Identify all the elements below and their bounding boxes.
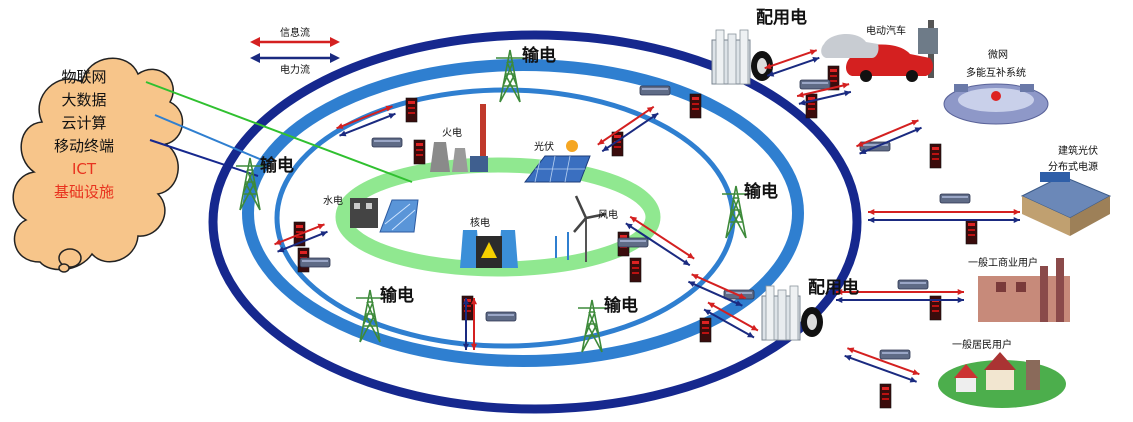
pylon-icon (577, 299, 607, 353)
cloud-line-iot: 物联网 (61, 68, 107, 86)
info-flow-arrow (796, 83, 850, 98)
cloud-line-ict: ICT (71, 160, 97, 178)
power-flow-arrow (703, 308, 755, 339)
label-distributed-power: 分布式电源 (1048, 162, 1098, 173)
label-hydro: 水电 (323, 196, 343, 207)
ev-icon (821, 20, 938, 82)
inner-ring-thin (274, 87, 736, 349)
label-distribution: 配用电 (808, 278, 859, 298)
power-flow-arrow (798, 90, 852, 105)
label-transmission: 输电 (260, 156, 294, 176)
power-flow-arrow (687, 280, 743, 307)
generation-ring (335, 157, 661, 277)
pylon-icon (495, 49, 525, 103)
ict-link-green (145, 81, 413, 183)
hydro-plant-icon (350, 198, 419, 233)
building-pv-icon (1020, 172, 1112, 236)
power-flow-arrow (859, 126, 922, 155)
power-flow-arrow (766, 56, 820, 77)
power-flow-arrow (339, 112, 396, 137)
ict-cloud (12, 57, 184, 273)
info-flow-arrow (856, 119, 919, 148)
label-industrial: 一般工商业用户 (968, 258, 1038, 269)
legend-power-flow: 电力流 (280, 65, 310, 76)
label-distribution: 配用电 (756, 8, 807, 28)
power-flow-arrow (277, 230, 328, 253)
label-transmission: 输电 (604, 296, 638, 316)
label-solar: 光伏 (534, 142, 554, 153)
power-flow-arrow (625, 222, 691, 267)
microgrid-icon (943, 83, 1049, 125)
info-flow-arrow (336, 105, 393, 130)
info-flow-arrow (847, 347, 920, 376)
cloud-line-infra: 基础设施 (53, 183, 114, 201)
industrial-user-icon (978, 258, 1070, 322)
ict-link-blue (154, 114, 263, 161)
info-flow-arrow (274, 223, 325, 246)
residential-user-icon (938, 352, 1066, 408)
label-building-pv: 建筑光伏 (1058, 146, 1098, 157)
label-nuclear: 核电 (470, 218, 490, 229)
label-transmission: 输电 (380, 286, 414, 306)
label-transmission: 输电 (744, 182, 778, 202)
cloud-line-mobile: 移动终端 (53, 137, 114, 155)
info-flow-arrow (629, 215, 695, 260)
power-flow-arrow (844, 354, 917, 383)
cloud-line-cloud: 云计算 (61, 114, 107, 132)
cloud-label: 物联网 大数据 云计算 移动终端 ICT 基础设施 (24, 66, 144, 204)
distribution-text: 配用电 (808, 278, 859, 298)
thermal-plant-icon (430, 104, 488, 172)
legend-info-flow: 信息流 (280, 28, 310, 39)
label-residential: 一般居民用户 (952, 340, 1012, 351)
cloud-line-bigdata: 大数据 (61, 91, 107, 109)
wind-turbine-icon (555, 195, 607, 262)
info-flow-arrow (707, 301, 759, 332)
info-flow-arrow (691, 273, 747, 300)
distribution-text: 配用电 (756, 8, 807, 28)
power-flow-arrow (601, 112, 659, 153)
outer-ring (208, 30, 862, 414)
nuclear-plant-icon (460, 230, 518, 268)
info-flow-arrow (597, 105, 655, 146)
label-transmission: 输电 (522, 46, 556, 66)
info-flow-arrow (764, 49, 818, 70)
label-microgrid-system: 多能互补系统 (966, 68, 1026, 79)
label-thermal: 火电 (442, 128, 462, 139)
legend-arrows (250, 37, 340, 63)
solar-panel-icon (523, 140, 591, 183)
inner-ring (242, 59, 804, 367)
flow-arrows (274, 49, 1020, 383)
label-microgrid: 微网 (988, 50, 1008, 61)
ict-link-navy (149, 139, 259, 177)
substation-icon (711, 29, 774, 85)
label-wind: 风电 (598, 210, 618, 221)
label-ev: 电动汽车 (866, 26, 906, 37)
